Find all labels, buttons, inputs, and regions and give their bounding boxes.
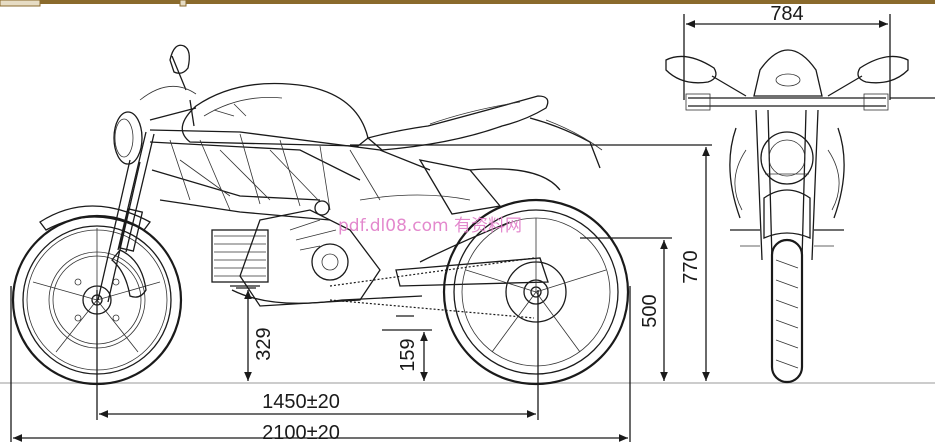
- headlight: [113, 111, 143, 165]
- trellis-frame: [149, 129, 431, 221]
- dim-wheelbase-label: 1450±20: [262, 391, 340, 413]
- swingarm: [395, 221, 549, 287]
- dim-seat-label: 500: [639, 294, 661, 327]
- dimension-ground-clearance: 159: [382, 329, 432, 381]
- front-tyre: [770, 238, 804, 384]
- rear-wheel: [442, 198, 630, 386]
- dim-footrest-label: 329: [253, 327, 275, 360]
- side-view-motorcycle: [11, 44, 630, 386]
- dim-clearance-label: 159: [397, 338, 419, 371]
- dimension-footrest: 329: [236, 287, 275, 381]
- exhaust: [231, 289, 423, 304]
- dimension-width: 784: [683, 3, 935, 100]
- front-fork: [97, 131, 155, 303]
- engine: [211, 200, 381, 307]
- front-view-motorcycle: [665, 49, 909, 384]
- dim-width-label: 784: [770, 3, 803, 25]
- dim-height-label: 770: [680, 250, 702, 283]
- front-headlight: [760, 131, 814, 185]
- seat-tail: [366, 95, 603, 169]
- dimension-wheelbase: 1450±20: [96, 290, 539, 420]
- dim-length-label: 2100±20: [262, 422, 340, 442]
- watermark-text: pdf.dl08.com 有资料网: [338, 216, 522, 236]
- header-bar: [0, 0, 935, 7]
- dimension-length: 2100±20: [10, 286, 631, 442]
- dimension-height-seat: 500: [580, 237, 672, 381]
- dimension-height-total: 770: [350, 144, 712, 381]
